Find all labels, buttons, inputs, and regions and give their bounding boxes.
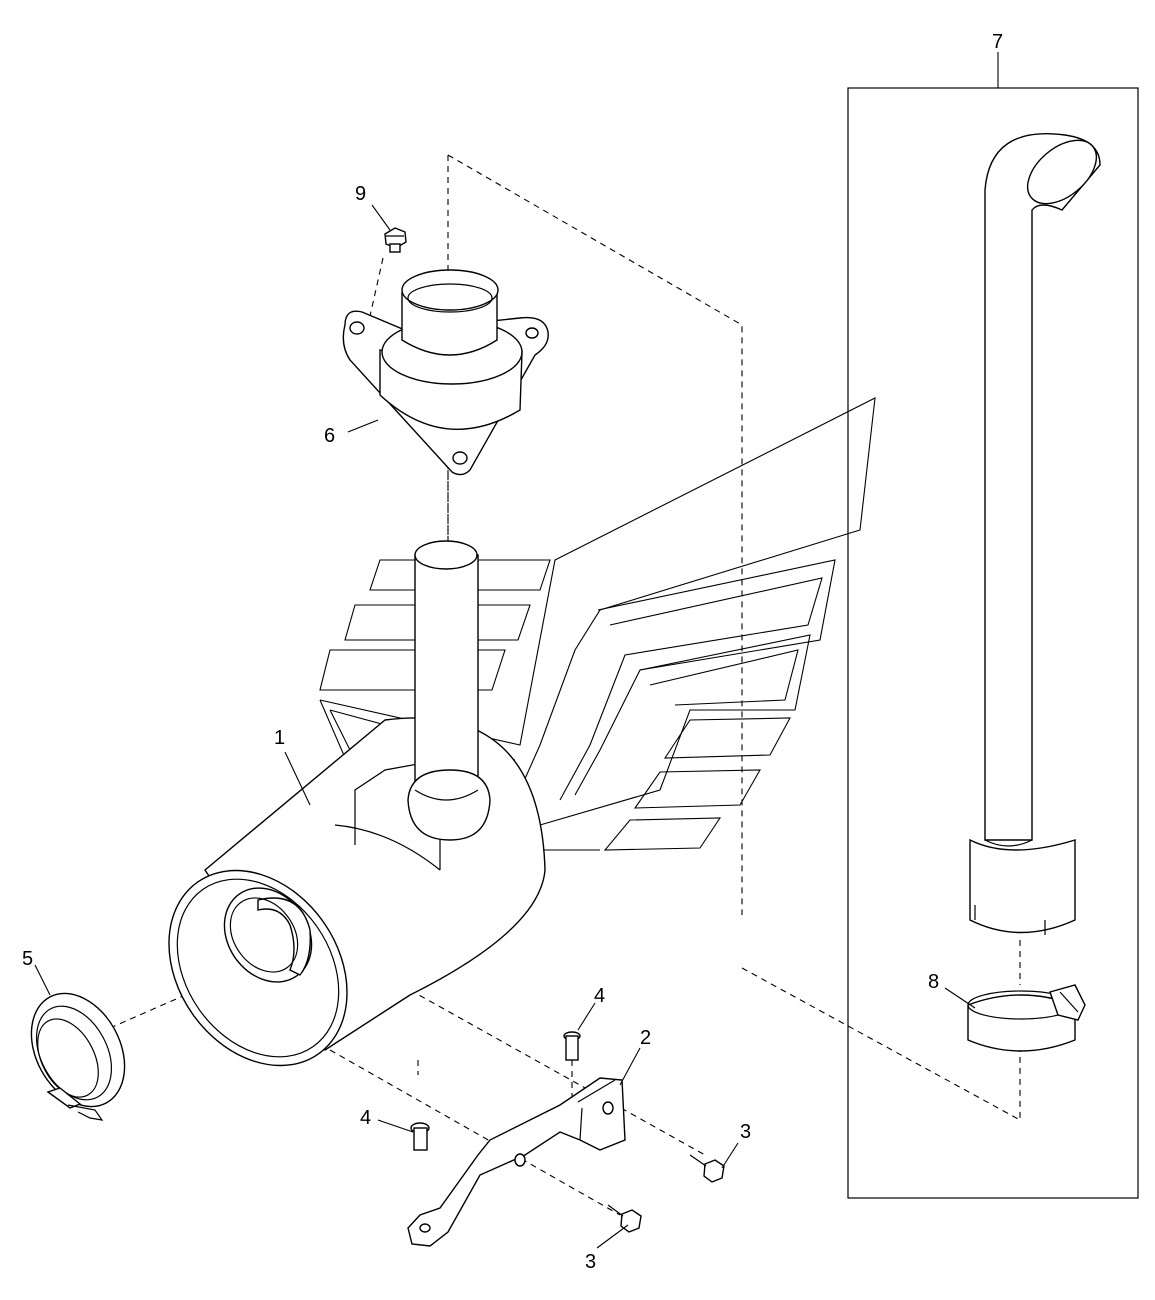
callout-1: 1 <box>274 727 285 749</box>
band-clamp-8 <box>967 984 1086 1052</box>
callout-3-right: 3 <box>740 1121 751 1143</box>
callout-5: 5 <box>22 948 33 970</box>
bolt-4-upper <box>563 1031 581 1061</box>
callout-7: 7 <box>992 31 1003 53</box>
bolt-9 <box>384 227 407 253</box>
callout-3-lower: 3 <box>585 1251 596 1273</box>
exhaust-stack-7 <box>847 87 1139 1199</box>
callout-4-upper: 4 <box>594 985 605 1007</box>
flange-adapter-6 <box>342 269 549 476</box>
leader-lines <box>34 52 999 1249</box>
callout-9: 9 <box>355 183 366 205</box>
bolt-4-lower <box>410 1122 430 1151</box>
bracket-2 <box>407 1077 626 1247</box>
bolt-3-right <box>689 1154 725 1183</box>
clamp-5 <box>30 992 126 1121</box>
callout-2: 2 <box>640 1027 651 1049</box>
callout-6: 6 <box>324 425 335 447</box>
muffler-1 <box>168 540 546 1067</box>
callout-8: 8 <box>928 971 939 993</box>
callout-labels: 1 2 3 3 4 4 5 6 7 8 9 <box>22 31 1003 1273</box>
callout-4-lower: 4 <box>360 1107 371 1129</box>
